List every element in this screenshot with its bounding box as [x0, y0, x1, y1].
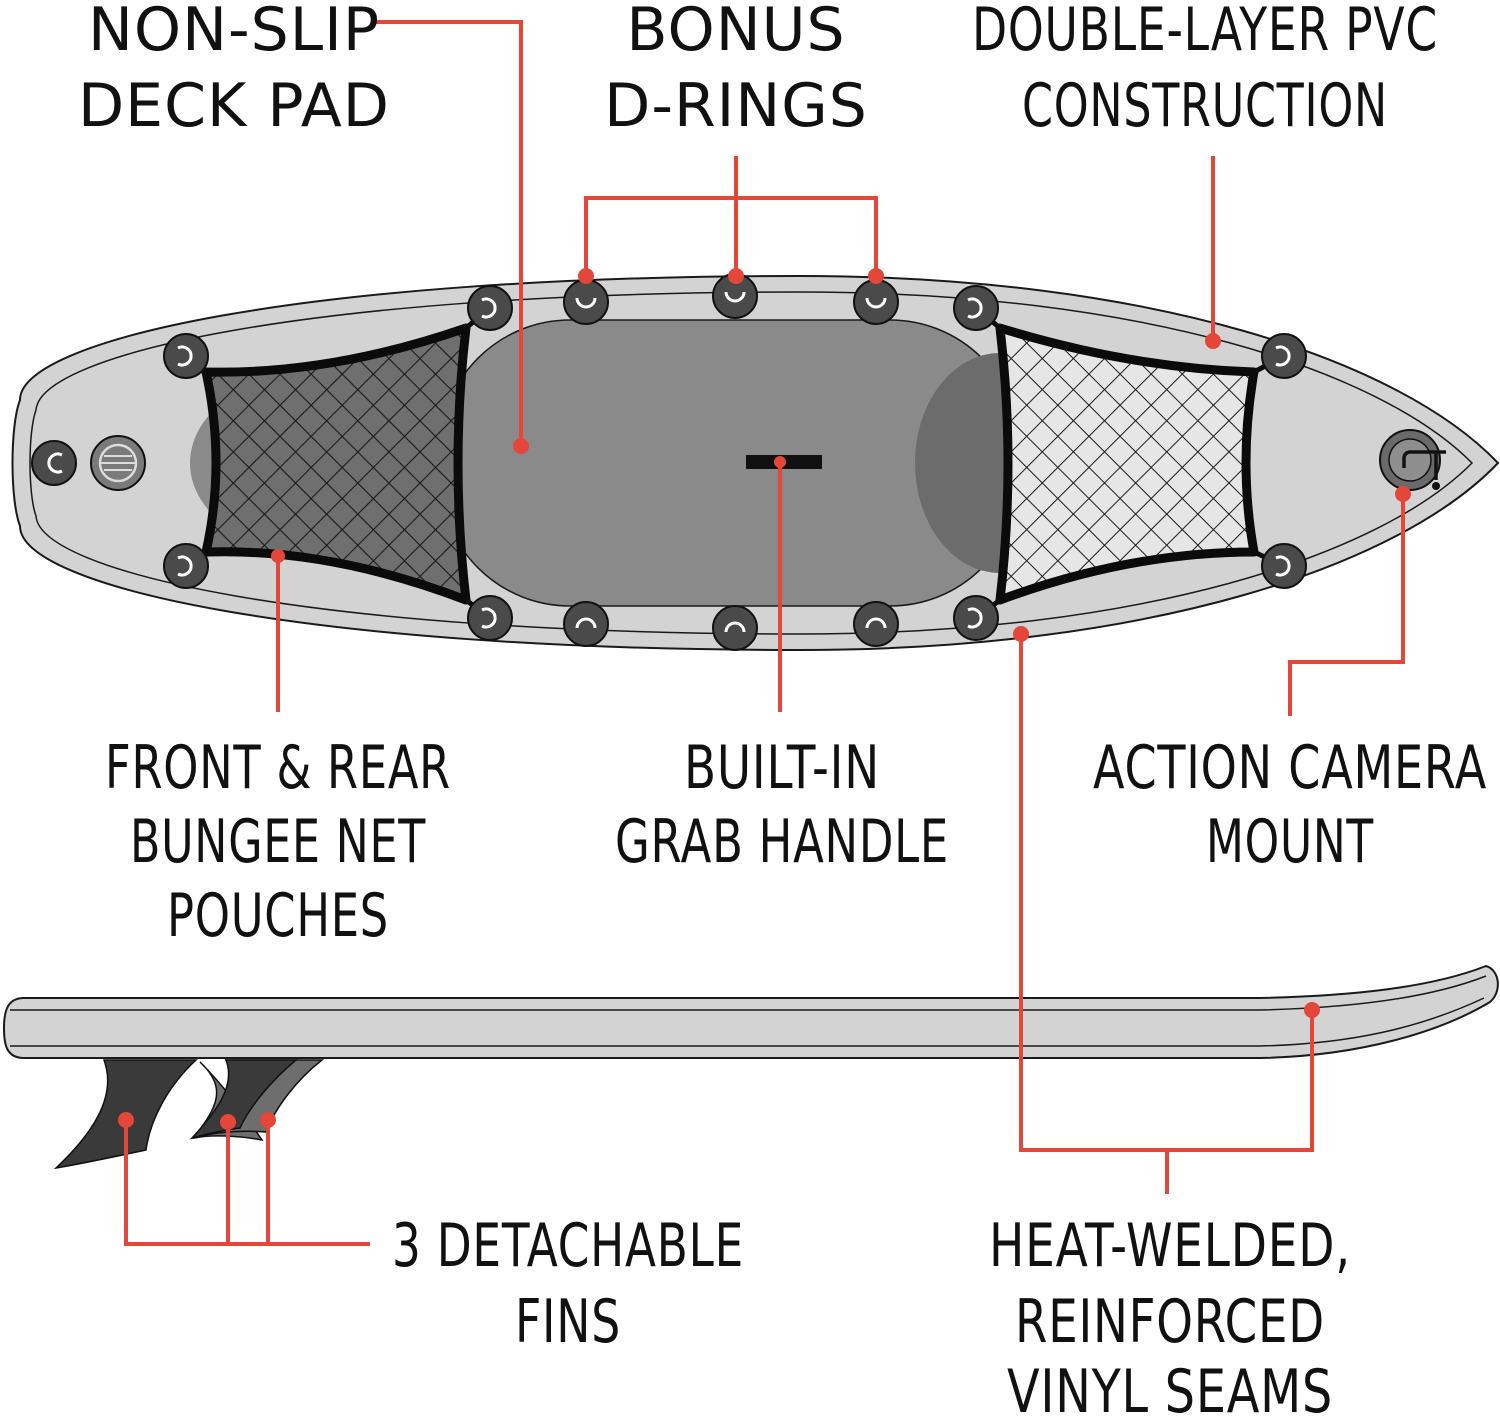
leader-camera	[1288, 494, 1405, 716]
d-ring-icon	[1261, 543, 1307, 589]
board-top-view	[11, 273, 1500, 652]
label-bungee: FRONT & REAR BUNGEE NET POUCHES	[105, 733, 451, 951]
marker-seam-top	[1013, 626, 1029, 642]
leader-fins	[124, 1120, 370, 1246]
d-rings	[31, 273, 1307, 651]
label-pvc-line2: CONSTRUCTION	[1022, 71, 1388, 141]
front-bungee-net	[995, 323, 1259, 605]
side-board-body	[2, 964, 1499, 1059]
d-ring-icon	[467, 595, 513, 641]
label-seams-line1: HEAT-WELDED,	[989, 1211, 1351, 1281]
leader-seams	[1019, 634, 1314, 1194]
label-camera: ACTION CAMERA MOUNT	[1093, 733, 1487, 877]
label-d-rings-line1: BONUS	[626, 0, 845, 65]
label-camera-line1: ACTION CAMERA	[1093, 733, 1487, 803]
label-pvc: DOUBLE-LAYER PVC CONSTRUCTION	[972, 0, 1438, 141]
marker-d-ring-center	[728, 268, 744, 284]
label-d-rings: BONUS D-RINGS	[604, 0, 868, 141]
label-deck-pad-line1: NON-SLIP	[88, 0, 380, 65]
d-ring-icon	[163, 543, 209, 589]
marker-d-ring-right	[868, 268, 884, 284]
label-handle: BUILT-IN GRAB HANDLE	[615, 733, 949, 877]
label-camera-line2: MOUNT	[1206, 807, 1374, 877]
label-fins: 3 DETACHABLE FINS	[392, 1211, 744, 1357]
d-ring-icon	[467, 285, 513, 331]
label-fins-line2: FINS	[515, 1287, 621, 1357]
board-inner-rail	[29, 291, 1474, 635]
label-bungee-line2: BUNGEE NET	[130, 807, 426, 877]
side-board-rail	[10, 975, 1487, 1047]
d-ring-icon	[712, 605, 758, 651]
d-ring-icon	[953, 285, 999, 331]
label-handle-line2: GRAB HANDLE	[615, 807, 949, 877]
leader-deck-pad	[372, 20, 523, 446]
marker-deck-pad	[513, 438, 529, 454]
camera-mount-icon	[1379, 429, 1446, 491]
marker-seam-side	[1304, 1002, 1320, 1018]
label-deck-pad: NON-SLIP DECK PAD	[78, 0, 390, 141]
leader-lines	[118, 20, 1411, 1246]
d-ring-icon	[563, 601, 609, 647]
marker-camera	[1395, 486, 1411, 502]
label-seams: HEAT-WELDED, REINFORCED VINYL SEAMS	[989, 1211, 1351, 1422]
leader-d-rings	[584, 156, 878, 276]
label-seams-line2: REINFORCED	[1015, 1287, 1325, 1357]
d-ring-icon	[853, 279, 899, 325]
marker-fin-1	[118, 1112, 134, 1128]
rear-bungee-net	[201, 323, 471, 605]
d-ring-icon	[853, 601, 899, 647]
label-pvc-line1: DOUBLE-LAYER PVC	[972, 0, 1438, 65]
d-ring-icon	[953, 595, 999, 641]
marker-fin-3	[260, 1112, 276, 1128]
marker-pvc	[1205, 333, 1221, 349]
d-ring-icon	[1261, 333, 1307, 379]
d-ring-icon	[163, 333, 209, 379]
marker-handle	[774, 456, 786, 468]
d-ring-icon	[31, 440, 77, 486]
label-bungee-line1: FRONT & REAR	[105, 733, 451, 803]
valve-icon	[90, 435, 146, 491]
label-handle-line1: BUILT-IN	[684, 733, 880, 803]
marker-bungee	[271, 549, 285, 563]
label-seams-line3: VINYL SEAMS	[1007, 1357, 1333, 1422]
d-ring-icon	[563, 279, 609, 325]
fin-icon	[189, 1059, 299, 1140]
label-bungee-line3: POUCHES	[167, 881, 389, 951]
label-fins-line1: 3 DETACHABLE	[392, 1211, 744, 1281]
marker-d-ring-left	[578, 268, 594, 284]
marker-fin-2	[220, 1114, 236, 1130]
label-deck-pad-line2: DECK PAD	[78, 71, 390, 141]
label-d-rings-line2: D-RINGS	[604, 71, 868, 141]
